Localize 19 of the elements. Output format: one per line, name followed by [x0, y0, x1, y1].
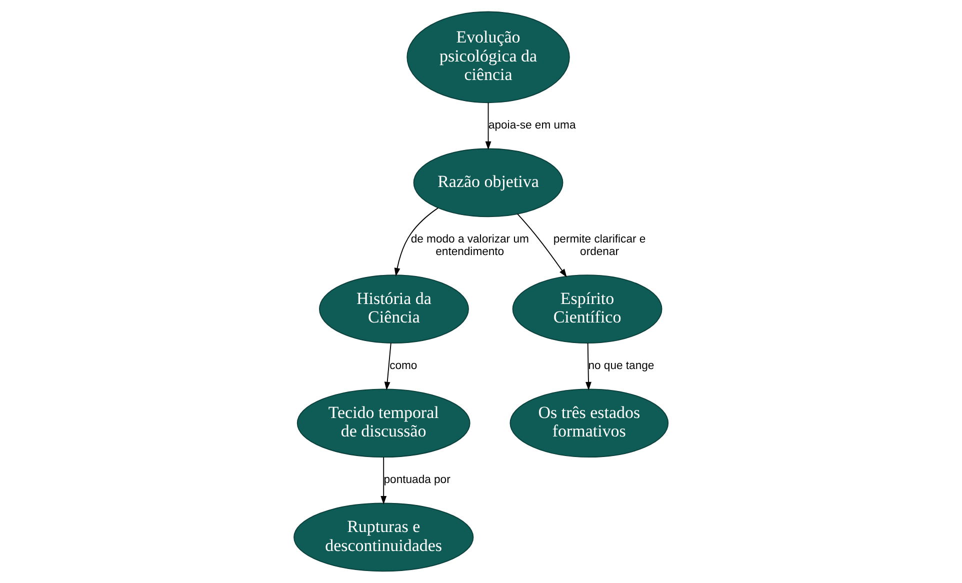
edge-label: apoia-se em uma	[488, 120, 576, 132]
edge-label: no que tange	[588, 360, 654, 372]
arrow	[586, 342, 592, 390]
node-ellipse: Razão objetiva	[413, 148, 564, 218]
node-ellipse: Tecido temporal de discussão	[296, 388, 470, 458]
arrow	[380, 456, 387, 504]
node-ellipse: Rupturas e descontinuidades	[294, 502, 474, 572]
arrow	[517, 214, 567, 278]
edge-label: permite clarificar e ordenar	[553, 234, 646, 258]
node-ellipse: Espírito Científico	[512, 274, 662, 344]
arrow	[485, 102, 492, 150]
edge-label: de modo a valorizar um entendimento	[410, 234, 529, 258]
edge-label: como	[390, 360, 418, 372]
node-ellipse: História da Ciência	[319, 274, 469, 344]
node-ellipse: Os três estados formativos	[510, 388, 669, 458]
arrow	[394, 207, 439, 276]
node-ellipse: Evolução psicológica da ciência	[406, 11, 570, 104]
edge-label: pontuada por	[384, 474, 450, 486]
arrow	[384, 342, 392, 390]
